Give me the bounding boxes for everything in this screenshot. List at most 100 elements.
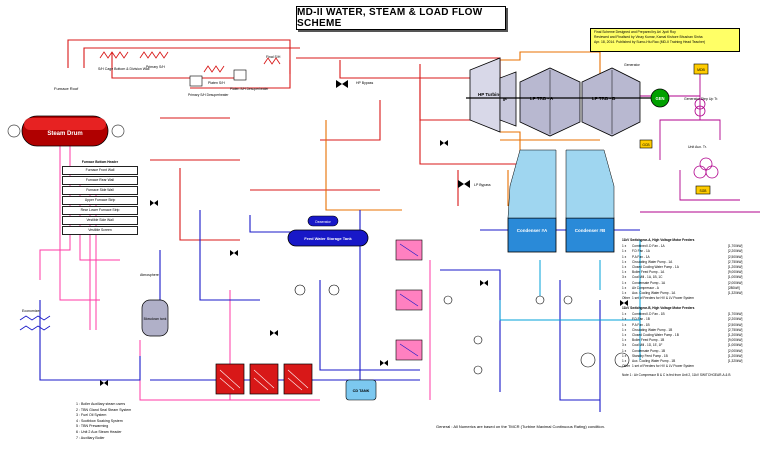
switchgear-note: Note 1 : Air Compressor B & C is fed fro…	[622, 373, 731, 378]
feeder-name: Aux. Cooling Water Pump - 1A	[632, 291, 676, 296]
blowdown-label: Blowdown tank	[144, 317, 167, 321]
drum-fans-icon	[7, 124, 125, 138]
feeder-rating: [1,000kW]	[728, 343, 743, 348]
hp-heater-2[interactable]	[249, 363, 279, 395]
feeder-rating: [1,000kW]	[728, 275, 743, 280]
lp-bypass-label: LP Bypass	[474, 183, 491, 187]
sgb-block[interactable]: SGB	[695, 185, 711, 195]
economizer-label: Economizer	[22, 309, 41, 313]
lp-heater-stack[interactable]	[395, 239, 423, 361]
feeder-rating: [1,700kW]	[728, 244, 743, 249]
feeder-name: Closed Cooling Water Pump - 1B	[632, 333, 679, 338]
feeder-rating: [9,000kW]	[728, 270, 743, 275]
credits-box: Final Scheme Designed and Prepared by Ar…	[590, 28, 740, 52]
cooling-lines	[499, 240, 641, 360]
ip-turbine[interactable]: IP	[499, 71, 517, 127]
cd-tank[interactable]: CD TANK	[345, 379, 377, 401]
feeder-rating: [1,320kW]	[728, 359, 743, 364]
feeder-qty: Other	[622, 296, 630, 301]
primary-sh-heater[interactable]: Primary S/H	[139, 51, 169, 69]
feeder-qty: 1 x	[622, 254, 627, 259]
feeder-name: Combined I.D Fan - 1B	[632, 312, 665, 317]
primary-sh-desuperheater[interactable]: Primary S/H Desuperheater	[188, 75, 229, 97]
gsu-transformer[interactable]: Generator Step Up Tr.	[684, 97, 718, 117]
condenser-b[interactable]: Condenser #B	[565, 217, 615, 253]
hp-bypass-label: HP Bypass	[356, 81, 373, 85]
platen-sh-desuper-label: Platen S/H Desuperheater	[230, 87, 269, 91]
legend-item: 3 : Fuel Oil System	[76, 413, 107, 418]
lp-turbine-b[interactable]: LP TRB - B	[581, 67, 641, 137]
platen-sh-desuperheater[interactable]: Platen S/H Desuperheater	[230, 69, 269, 91]
hp-heater-3[interactable]	[283, 363, 313, 395]
feeder-qty: 1 x	[622, 317, 627, 322]
feeder-rating: [2,750kW]	[728, 259, 743, 264]
ss-cage-label: S/H Cage Bottom & Division Wall	[98, 67, 150, 71]
feeder-rating: [2,000kW]	[728, 348, 743, 353]
switchgear-b-panel: 11kV Switchgear-B, High Voltage Motor Fe…	[622, 306, 762, 379]
page-title: MD-II WATER, STEAM & LOAD FLOW SCHEME	[296, 6, 506, 30]
feeder-rating: [2,000kW]	[728, 280, 743, 285]
feeder-rating: [1,200kW]	[728, 265, 743, 270]
final-sh-label: Final S/H	[266, 55, 281, 59]
hp-turbine[interactable]: HP Turbine	[469, 57, 502, 133]
feed-water-tank-label: Feed Water Storage Tank	[304, 236, 352, 241]
uat-transformer[interactable]: Unit Aux. Tr.	[688, 145, 719, 179]
feeder-rating: [1,200kW]	[728, 353, 743, 358]
primary-sh-desuper-label: Primary S/H Desuperheater	[188, 93, 229, 97]
feed-water-tank[interactable]: Feed Water Storage Tank	[287, 229, 369, 247]
mdb-label: MDB	[697, 68, 705, 72]
feeder-rating: [1,700kW]	[728, 312, 743, 317]
feeder-qty: 3 x	[622, 343, 627, 348]
generator-symbol-label: GEN	[655, 96, 664, 101]
lp-bypass-valve[interactable]: LP Bypass	[458, 180, 491, 188]
feeder-rating: [280kW]	[728, 285, 740, 290]
feeder-qty: 1 x	[622, 285, 627, 290]
feeder-qty: 1 x	[622, 312, 627, 317]
final-sh-heater[interactable]: Final S/H	[263, 55, 281, 65]
gcb-block[interactable]: GCB	[639, 139, 653, 149]
feeder-rating: [2,500kW]	[728, 254, 743, 259]
general-note: General : All Numerics are based on the …	[436, 424, 605, 429]
legend: 1 : Boiler Auxiliary steam users 2 : TBN…	[76, 402, 131, 441]
gcb-label: GCB	[642, 143, 650, 147]
condenser-a-label: Condenser #A	[517, 228, 548, 233]
furnace-panel: Furnace Bottom Header Furnace Front Wall…	[62, 160, 138, 236]
ss-cage-heater[interactable]: S/H Cage Bottom & Division Wall	[98, 51, 150, 71]
furnace-item: Vestible Side Wall	[62, 216, 138, 226]
deaerator-label: Deaerator	[315, 220, 331, 224]
feeder-name: Circulating Water Pump - 1A	[632, 259, 673, 264]
steam-drum-label: Steam Drum	[47, 131, 82, 137]
feeder-rating: [2,500kW]	[728, 322, 743, 327]
blowdown-tank[interactable]: Blowdown tank	[141, 299, 169, 337]
feeder-name: Air Compressor - A	[632, 285, 659, 290]
hp-heater-1[interactable]	[215, 363, 245, 395]
furnace-item: Furnace Rear Wall	[62, 176, 138, 186]
feeder-qty: 1 x	[622, 291, 627, 296]
feeder-qty: 3 x	[622, 275, 627, 280]
generator[interactable]: GEN Generator	[624, 63, 670, 108]
mdb-block[interactable]: MDB	[693, 63, 709, 75]
lp-turbine-a[interactable]: LP TRB - A	[519, 67, 581, 137]
legend-item: 2 : TBN Gland Seal Steam System	[76, 407, 132, 412]
hp-bypass-valve[interactable]: HP Bypass	[336, 80, 373, 88]
uat-label: Unit Aux. Tr.	[688, 145, 707, 149]
economizer[interactable]: Economizer	[19, 309, 51, 331]
platen-sh-heater[interactable]: Platen S/H	[203, 65, 225, 85]
deaerator[interactable]: Deaerator	[307, 215, 339, 227]
condenser-a[interactable]: Condenser #A	[507, 217, 557, 253]
steam-drum[interactable]: Steam Drum	[21, 115, 109, 147]
furnace-item: Upper Furnace Strip	[62, 196, 138, 206]
generator-label: Generator	[624, 63, 641, 67]
primary-sh-label: Primary S/H	[146, 65, 165, 69]
